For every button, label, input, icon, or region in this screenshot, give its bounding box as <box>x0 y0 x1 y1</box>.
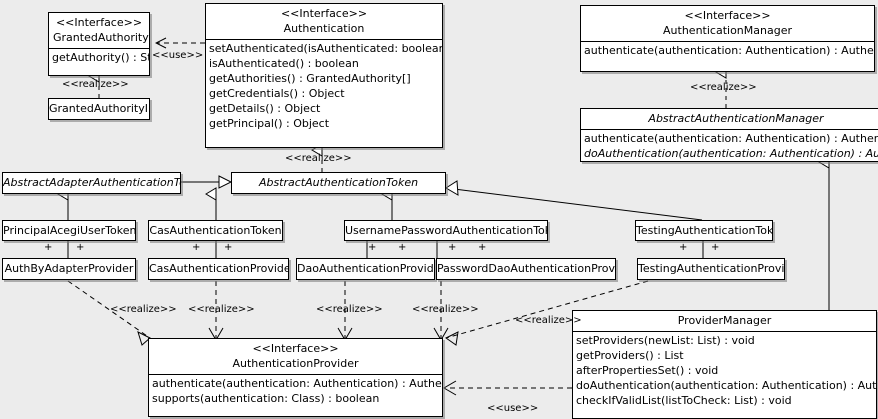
class-authentication-manager[interactable]: <<Interface>> AuthenticationManager auth… <box>580 5 875 72</box>
class-stereotype: <<Interface>> <box>684 9 771 22</box>
operations-compartment: setAuthenticated(isAuthenticated: boolea… <box>206 40 442 132</box>
class-cas-authentication-token[interactable]: CasAuthenticationToken <box>148 220 283 241</box>
class-username-password-authentication-token[interactable]: UsernamePasswordAuthenticationToken <box>344 220 548 241</box>
class-password-dao-authentication-provider[interactable]: PasswordDaoAuthenticationProvider <box>436 258 616 280</box>
class-header: <<Interface>> AuthenticationManager <box>581 6 874 41</box>
class-header: <<Interface>> GrantedAuthority <box>49 13 149 48</box>
class-provider-manager[interactable]: ProviderManager setProviders(newList: Li… <box>572 310 877 419</box>
class-granted-authority[interactable]: <<Interface>> GrantedAuthority getAuthor… <box>48 12 150 76</box>
class-name: AbstractAuthenticationManager <box>648 112 824 125</box>
label-realize-testing-authentication-provider: <<realize>> <box>515 315 582 326</box>
class-name: AuthenticationProvider <box>232 357 359 370</box>
operations-compartment: setProviders(newList: List) : void getPr… <box>573 332 876 409</box>
class-auth-by-adapter-provider[interactable]: AuthByAdapterProvider <box>2 258 136 280</box>
multiplicity-testing-token-right: + <box>711 242 720 253</box>
divider <box>573 331 876 332</box>
edge-use-provider-manager <box>443 380 572 396</box>
multiplicity-principal-acegi-right: + <box>76 242 85 253</box>
label-realize-abstract-authentication-manager: <<realize>> <box>690 82 757 93</box>
class-name: Authentication <box>283 22 365 35</box>
operation: authenticate(authentication: Authenticat… <box>584 44 874 57</box>
operation: isAuthenticated() : boolean <box>209 57 359 70</box>
label-realize-password-dao-authentication-provider: <<realize>> <box>412 304 479 315</box>
label-realize-abstract-authentication-token: <<realize>> <box>285 153 352 164</box>
multiplicity-username-token-dao-left: + <box>368 242 377 253</box>
operation: doAuthentication(authentication: Authent… <box>576 379 877 392</box>
label-realize-auth-by-adapter-provider: <<realize>> <box>110 304 177 315</box>
class-stereotype: <<Interface>> <box>252 342 339 355</box>
operation: getCredentials() : Object <box>209 87 345 100</box>
operation: getAuthorities() : GrantedAuthority[] <box>209 72 411 85</box>
operations-compartment: authenticate(authentication: Authenticat… <box>149 375 442 407</box>
class-abstract-adapter-authentication-token[interactable]: AbstractAdapterAuthenticationToken <box>2 172 181 194</box>
label-realize-granted-authority-impl: <<realize>> <box>62 79 129 90</box>
class-stereotype: <<Interface>> <box>55 16 143 29</box>
class-authentication-provider[interactable]: <<Interface>> AuthenticationProvider aut… <box>148 338 443 417</box>
class-header: <<Interface>> AuthenticationProvider <box>149 339 442 374</box>
operation: doAuthentication(authentication: Authent… <box>584 147 878 160</box>
operation: getProviders() : List <box>576 349 684 362</box>
class-dao-authentication-provider[interactable]: DaoAuthenticationProvider <box>296 258 435 280</box>
class-name: GrantedAuthority <box>53 31 149 44</box>
multiplicity-cas-token-right: + <box>224 242 233 253</box>
divider <box>49 48 149 49</box>
class-granted-authority-impl[interactable]: GrantedAuthorityImpl <box>48 98 150 120</box>
multiplicity-username-token-dao-right: + <box>398 242 407 253</box>
class-testing-authentication-provider[interactable]: TestingAuthenticationProvider <box>637 258 785 280</box>
label-realize-cas-authentication-provider: <<realize>> <box>188 304 255 315</box>
multiplicity-cas-token-left: + <box>192 242 201 253</box>
operation: setAuthenticated(isAuthenticated: boolea… <box>209 42 442 55</box>
edge-generalize-testing-authentication-token <box>445 180 703 221</box>
class-name: ProviderManager <box>677 314 772 327</box>
multiplicity-testing-token-left: + <box>679 242 688 253</box>
class-stereotype: <<Interface>> <box>280 7 368 20</box>
class-header: <<Interface>> Authentication <box>206 4 442 39</box>
class-abstract-authentication-token[interactable]: AbstractAuthenticationToken <box>231 172 446 194</box>
edge-generalize-abstract-adapter-token <box>181 175 233 189</box>
class-cas-authentication-provider[interactable]: CasAuthenticationProvider <box>148 258 289 280</box>
class-header: ProviderManager <box>573 311 876 331</box>
operation: getAuthority() : String <box>52 51 149 64</box>
operation: getPrincipal() : Object <box>209 117 330 130</box>
class-authentication[interactable]: <<Interface>> Authentication setAuthenti… <box>205 3 443 148</box>
class-abstract-authentication-manager[interactable]: AbstractAuthenticationManager authentica… <box>580 108 878 162</box>
operations-compartment: getAuthority() : String <box>49 49 149 66</box>
class-principal-acegi-user-token[interactable]: PrincipalAcegiUserToken <box>2 220 136 241</box>
operations-compartment: authenticate(authentication: Authenticat… <box>581 42 874 59</box>
multiplicity-username-token-pwdao-right: + <box>478 242 487 253</box>
operations-compartment: authenticate(authentication: Authenticat… <box>581 130 878 161</box>
label-use-provider-manager: <<use>> <box>487 403 539 414</box>
divider <box>581 129 878 130</box>
multiplicity-username-token-pwdao-left: + <box>448 242 457 253</box>
operation: checkIfValidList(listToCheck: List) : vo… <box>576 394 792 407</box>
operation: afterPropertiesSet() : void <box>576 364 719 377</box>
operation: authenticate(authentication: Authenticat… <box>584 132 878 145</box>
divider <box>206 39 442 40</box>
operation: supports(authentication: Class) : boolea… <box>152 392 380 405</box>
class-testing-authentication-token[interactable]: TestingAuthenticationToken <box>635 220 773 241</box>
multiplicity-principal-acegi-left: + <box>44 242 53 253</box>
operation: authenticate(authentication: Authenticat… <box>152 377 442 390</box>
class-name: AuthenticationManager <box>663 24 792 37</box>
divider <box>149 374 442 375</box>
divider <box>581 41 874 42</box>
class-header: AbstractAuthenticationManager <box>581 109 878 129</box>
operation: setProviders(newList: List) : void <box>576 334 755 347</box>
operation: getDetails() : Object <box>209 102 321 115</box>
label-realize-dao-authentication-provider: <<realize>> <box>316 304 383 315</box>
label-use-granted-authority: <<use>> <box>152 50 204 61</box>
